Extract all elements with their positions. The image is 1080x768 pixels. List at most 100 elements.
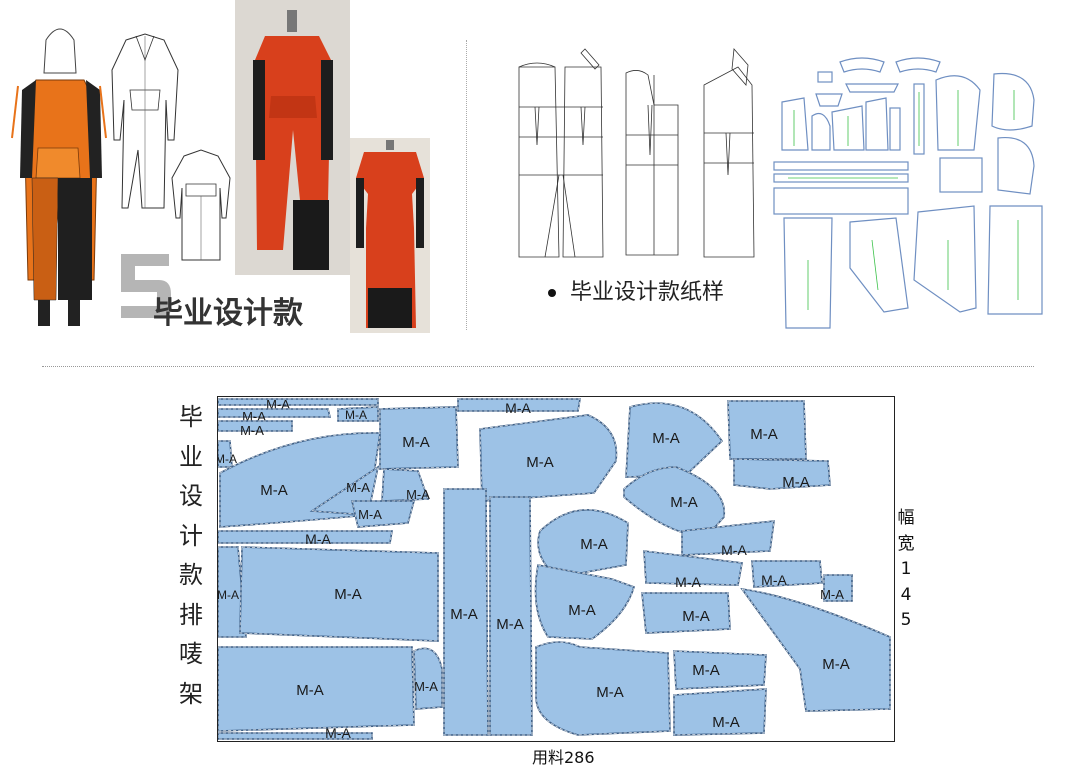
- bullet-icon: [548, 289, 556, 297]
- fabric-width-label: 幅 宽 1 4 5: [897, 506, 915, 634]
- marker-piece-seam: [217, 408, 331, 418]
- marker-piece-label: M-A: [750, 426, 778, 443]
- marker-piece-label: M-A: [652, 430, 680, 447]
- marker-title-char: 唛: [179, 640, 203, 668]
- marker-piece-seam: [443, 488, 489, 736]
- marker-piece-seam: [219, 432, 381, 528]
- marker-piece-seam: [379, 406, 459, 470]
- marker-piece-label: M-A: [712, 714, 740, 731]
- marker-piece-seam: [217, 420, 293, 432]
- marker-piece-seam: [239, 546, 439, 642]
- marker-piece-label: M-A: [358, 507, 382, 522]
- marker-piece-seam: [537, 509, 629, 578]
- marker-piece-seam: [823, 574, 853, 602]
- marker-piece-seam: [311, 466, 379, 516]
- marker-piece-label: M-A: [496, 616, 524, 633]
- marker-title-char: 设: [179, 482, 203, 510]
- marker-title-vertical: 毕 业 设 计 款 排 唛 架: [178, 398, 204, 714]
- marker-piece-label: M-A: [218, 452, 237, 466]
- marker-piece-label: M-A: [334, 586, 362, 603]
- marker-piece-label: M-A: [218, 588, 239, 602]
- marker-piece-seam: [217, 646, 415, 732]
- marker-piece-seam: [337, 406, 379, 422]
- marker-piece-seam: [413, 648, 443, 710]
- marker-piece-label: M-A: [822, 656, 850, 673]
- marker-piece-seam: [217, 732, 373, 740]
- marker-piece-label: M-A: [596, 684, 624, 701]
- marker-piece-seam: [673, 650, 767, 690]
- pattern-draft-front-back: [515, 45, 610, 260]
- marker-title-char: 架: [179, 679, 203, 708]
- marker-piece-seam: [217, 398, 379, 406]
- marker-piece-seam: [751, 560, 823, 588]
- marker-piece-seam: [741, 588, 891, 712]
- marker-pieces-canvas: M-A M-A M-A M-A M-A M-A M-A M-A M-A M-A M-A M-A M-A M…: [215, 397, 891, 741]
- section-title: 毕业设计款: [153, 296, 303, 331]
- flat-sketch-back: [170, 148, 232, 263]
- flat-sketch-front: [108, 30, 183, 210]
- marker-piece-label: M-A: [305, 531, 331, 547]
- fabric-width-char: 1: [900, 559, 912, 579]
- marker-title-char: 毕: [179, 403, 203, 431]
- marker-title-char: 计: [179, 521, 203, 550]
- marker-piece-label: M-A: [402, 434, 430, 451]
- marker-piece: [673, 650, 767, 690]
- pattern-draft-bodice: [620, 65, 685, 260]
- marker-piece-seam: [457, 398, 581, 412]
- marker-piece-label: M-A: [505, 400, 531, 416]
- marker-piece-seam: [673, 688, 767, 736]
- marker-piece-seam: [535, 564, 635, 640]
- marker-piece-label: M-A: [450, 606, 478, 623]
- fabric-width-char: 5: [900, 610, 912, 630]
- marker-piece-label: M-A: [346, 480, 370, 495]
- marker-piece-label: M-A: [820, 587, 844, 602]
- marker-piece-label: M-A: [260, 482, 288, 499]
- marker-title-char: 业: [179, 442, 203, 471]
- marker-title-char: 排: [179, 600, 203, 629]
- marker-piece-seam: [727, 400, 807, 460]
- marker-piece-seam: [489, 496, 533, 736]
- marker-piece-label: M-A: [526, 454, 554, 471]
- marker-piece: [733, 458, 831, 490]
- marker-piece-label: M-A: [325, 725, 351, 740]
- color-fashion-illustration: [8, 18, 108, 333]
- marker-piece-label: M-A: [782, 474, 810, 491]
- section-number: [115, 250, 175, 322]
- marker-piece-seam: [623, 466, 725, 538]
- marker-piece-label: M-A: [414, 679, 438, 694]
- marker-piece-seam: [643, 550, 743, 586]
- marker-piece-label: M-A: [240, 423, 264, 438]
- marker-layout: M-A M-A M-A M-A M-A M-A M-A M-A M-A M-A M-A M-A M-A M…: [215, 396, 895, 742]
- marker-piece-seam: [217, 546, 247, 638]
- marker-piece-label: M-A: [568, 602, 596, 619]
- marker-piece-seam: [479, 414, 617, 502]
- marker-piece: [217, 398, 379, 406]
- marker-piece-label: M-A: [675, 574, 701, 590]
- marker-piece-seam: [625, 402, 723, 478]
- vertical-divider: [466, 40, 467, 330]
- marker-piece-seam: [535, 641, 671, 736]
- fabric-width-char: 宽: [897, 533, 915, 554]
- marker-title-char: 款: [179, 561, 203, 589]
- marker-piece-label: M-A: [682, 608, 710, 625]
- marker-piece-seam: [217, 530, 393, 544]
- horizontal-divider: [42, 366, 1034, 367]
- marker-piece-seam: [641, 592, 731, 634]
- pattern-caption-text: 毕业设计款纸样: [570, 280, 725, 305]
- garment-photo-front: [235, 0, 350, 275]
- marker-piece-seam: [351, 500, 415, 528]
- fabric-width-char: 幅: [897, 508, 915, 528]
- marker-piece-label: M-A: [692, 662, 720, 679]
- marker-piece-label: M-A: [580, 536, 608, 553]
- marker-piece-seam: [217, 440, 233, 468]
- marker-piece-label: M-A: [406, 487, 430, 502]
- marker-piece-label: M-A: [721, 542, 747, 558]
- marker-piece-label: M-A: [670, 494, 698, 511]
- pattern-caption: 毕业设计款纸样: [548, 274, 724, 306]
- marker-piece-label: M-A: [296, 682, 324, 699]
- marker-piece: [217, 408, 332, 418]
- marker-piece-label: M-A: [761, 572, 787, 588]
- marker-piece-seam: [381, 468, 429, 502]
- fabric-usage: 用料286: [532, 748, 595, 767]
- garment-photo-back: [350, 138, 430, 333]
